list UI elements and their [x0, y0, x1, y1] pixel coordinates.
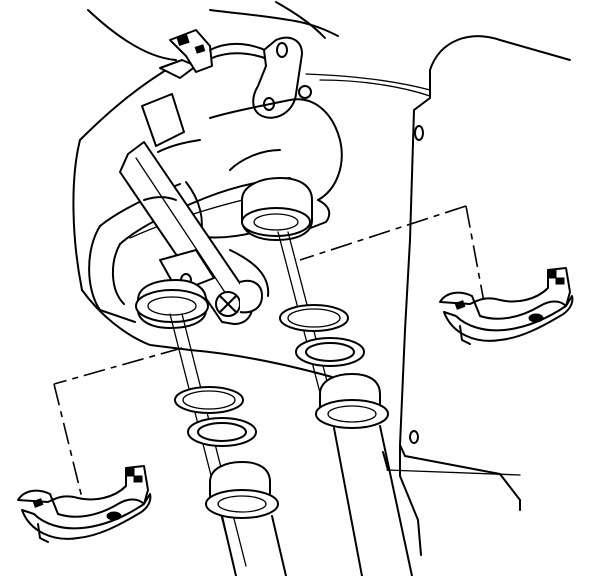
o-ring-right-lower	[295, 337, 365, 367]
pipe-right	[315, 373, 413, 576]
leader-lines	[53, 205, 485, 499]
upper-cover	[72, 1, 361, 386]
retainer-clip-left	[17, 465, 152, 543]
retainer-clip-right	[439, 267, 574, 345]
pipe-left	[205, 461, 287, 576]
wire-clip	[159, 29, 312, 119]
port-left	[135, 279, 263, 329]
o-ring-left-upper	[174, 386, 244, 414]
o-ring-right-upper	[279, 304, 349, 332]
side-panel	[305, 35, 571, 556]
port-right	[241, 177, 313, 241]
o-ring-left-lower	[187, 417, 257, 447]
